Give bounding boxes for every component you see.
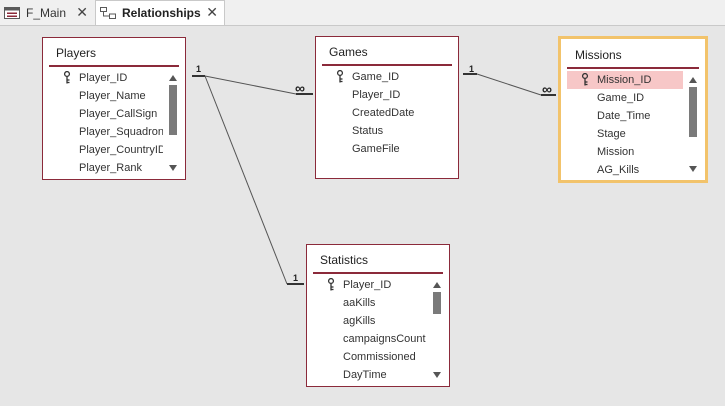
relationships-icon bbox=[100, 7, 116, 19]
field-name: AG_Kills bbox=[597, 164, 640, 176]
field-name: Commissioned bbox=[343, 351, 416, 363]
field-name: Player_CountryID bbox=[79, 144, 163, 156]
field-name: Stage bbox=[597, 128, 626, 140]
field-stage[interactable]: Stage bbox=[567, 125, 683, 143]
scroll-down-arrow-icon[interactable] bbox=[433, 372, 441, 378]
field-ag-kills[interactable]: AG_Kills bbox=[567, 161, 683, 179]
scroll-up-arrow-icon[interactable] bbox=[689, 77, 697, 83]
field-name: Player_ID bbox=[343, 279, 392, 291]
primary-key-icon bbox=[63, 71, 71, 84]
primary-key-icon bbox=[581, 73, 589, 86]
field-name: DayTime bbox=[343, 369, 387, 381]
document-tab-bar: F_Main ✕ Relationships ✕ bbox=[0, 0, 725, 26]
field-name: Game_ID bbox=[352, 71, 400, 83]
table-games[interactable]: Games Game_ID Player_ID CreatedDate Stat… bbox=[315, 36, 459, 179]
primary-key-icon bbox=[336, 70, 344, 83]
field-game-file[interactable]: GameFile bbox=[322, 140, 452, 158]
field-ag-kills[interactable]: agKills bbox=[313, 312, 427, 330]
field-player-name[interactable]: Player_Name bbox=[49, 87, 163, 105]
field-status[interactable]: Status bbox=[322, 122, 452, 140]
field-name: Player_ID bbox=[79, 72, 128, 84]
table-title: Missions bbox=[575, 48, 622, 62]
relationship-lines bbox=[192, 73, 556, 285]
field-name: agKills bbox=[343, 315, 376, 327]
field-mission[interactable]: Mission bbox=[567, 143, 683, 161]
field-game-id[interactable]: Game_ID bbox=[567, 89, 683, 107]
tab-relationships[interactable]: Relationships ✕ bbox=[95, 0, 225, 25]
scroll-up-arrow-icon[interactable] bbox=[169, 75, 177, 81]
tab-label: Relationships bbox=[122, 6, 201, 20]
field-player-id[interactable]: Player_ID bbox=[49, 69, 163, 87]
field-aa-kills[interactable]: aaKills bbox=[313, 294, 427, 312]
table-missions[interactable]: Missions Mission_ID Game_ID Date_Time St… bbox=[558, 36, 708, 183]
title-divider bbox=[567, 67, 699, 69]
join-line-players-statistics bbox=[204, 75, 288, 285]
join-line-games-missions bbox=[476, 73, 542, 96]
field-created-date[interactable]: CreatedDate bbox=[322, 104, 452, 122]
field-player-countryid[interactable]: Player_CountryID bbox=[49, 141, 163, 159]
field-player-squadron[interactable]: Player_Squadron bbox=[49, 123, 163, 141]
field-name: campaignsCount bbox=[343, 333, 426, 345]
field-name: GameFile bbox=[352, 143, 400, 155]
field-game-id[interactable]: Game_ID bbox=[322, 68, 452, 86]
tab-label: F_Main bbox=[26, 5, 67, 20]
tab-f-main[interactable]: F_Main ✕ bbox=[0, 1, 94, 24]
cardinality-one-label: 1 bbox=[293, 273, 299, 283]
scroll-up-arrow-icon[interactable] bbox=[433, 282, 441, 288]
title-divider bbox=[49, 65, 179, 67]
cardinality-one-label: 1 bbox=[196, 64, 202, 74]
table-players[interactable]: Players Player_ID Player_Name Player_Cal… bbox=[42, 37, 186, 180]
cardinality-many-label: ∞ bbox=[542, 81, 552, 97]
table-statistics[interactable]: Statistics Player_ID aaKills agKills cam… bbox=[306, 244, 450, 387]
field-name: Mission_ID bbox=[597, 74, 652, 86]
scroll-thumb[interactable] bbox=[433, 292, 441, 314]
vertical-scrollbar[interactable] bbox=[167, 73, 179, 173]
field-name: Player_Squadron bbox=[79, 126, 163, 138]
vertical-scrollbar[interactable] bbox=[687, 75, 699, 174]
primary-key-icon bbox=[327, 278, 335, 291]
field-name: Player_Rank bbox=[79, 162, 142, 174]
field-player-callsign[interactable]: Player_CallSign bbox=[49, 105, 163, 123]
field-player-id[interactable]: Player_ID bbox=[313, 276, 427, 294]
close-icon[interactable]: ✕ bbox=[76, 4, 88, 20]
field-name: Mission bbox=[597, 146, 635, 158]
close-icon[interactable]: ✕ bbox=[206, 4, 218, 20]
scroll-thumb[interactable] bbox=[689, 87, 697, 137]
field-campaigns-count[interactable]: campaignsCount bbox=[313, 330, 427, 348]
field-name: Player_CallSign bbox=[79, 108, 158, 120]
field-player-id[interactable]: Player_ID bbox=[322, 86, 452, 104]
field-day-time[interactable]: DayTime bbox=[313, 366, 427, 384]
join-line-players-games bbox=[204, 75, 297, 95]
title-divider bbox=[322, 64, 452, 66]
scroll-down-arrow-icon[interactable] bbox=[689, 166, 697, 172]
field-date-time[interactable]: Date_Time bbox=[567, 107, 683, 125]
table-title: Games bbox=[329, 45, 368, 59]
field-name: aaKills bbox=[343, 297, 376, 309]
field-name: Game_ID bbox=[597, 92, 645, 104]
vertical-scrollbar[interactable] bbox=[431, 280, 443, 380]
field-list[interactable]: Player_ID aaKills agKills campaignsCount… bbox=[313, 276, 427, 384]
field-name: Player_Name bbox=[79, 90, 146, 102]
field-list[interactable]: Game_ID Player_ID CreatedDate Status Gam… bbox=[322, 68, 452, 158]
scroll-thumb[interactable] bbox=[169, 85, 177, 135]
field-list[interactable]: Mission_ID Game_ID Date_Time Stage Missi… bbox=[567, 71, 683, 179]
table-title: Players bbox=[56, 46, 97, 60]
field-player-rank[interactable]: Player_Rank bbox=[49, 159, 163, 177]
form-icon bbox=[4, 6, 20, 19]
field-list[interactable]: Player_ID Player_Name Player_CallSign Pl… bbox=[49, 69, 163, 177]
field-name: CreatedDate bbox=[352, 107, 415, 119]
table-title: Statistics bbox=[320, 253, 369, 267]
title-divider bbox=[313, 272, 443, 274]
field-mission-id[interactable]: Mission_ID bbox=[567, 71, 683, 89]
cardinality-one-label: 1 bbox=[469, 64, 475, 74]
field-commissioned[interactable]: Commissioned bbox=[313, 348, 427, 366]
field-name: Status bbox=[352, 125, 384, 137]
scroll-down-arrow-icon[interactable] bbox=[169, 165, 177, 171]
field-name: Date_Time bbox=[597, 110, 651, 122]
field-name: Player_ID bbox=[352, 89, 401, 101]
relationships-canvas: 1 ∞ 1 1 ∞ Players Player_ID Player_Name … bbox=[0, 26, 725, 406]
cardinality-many-label: ∞ bbox=[295, 80, 305, 96]
